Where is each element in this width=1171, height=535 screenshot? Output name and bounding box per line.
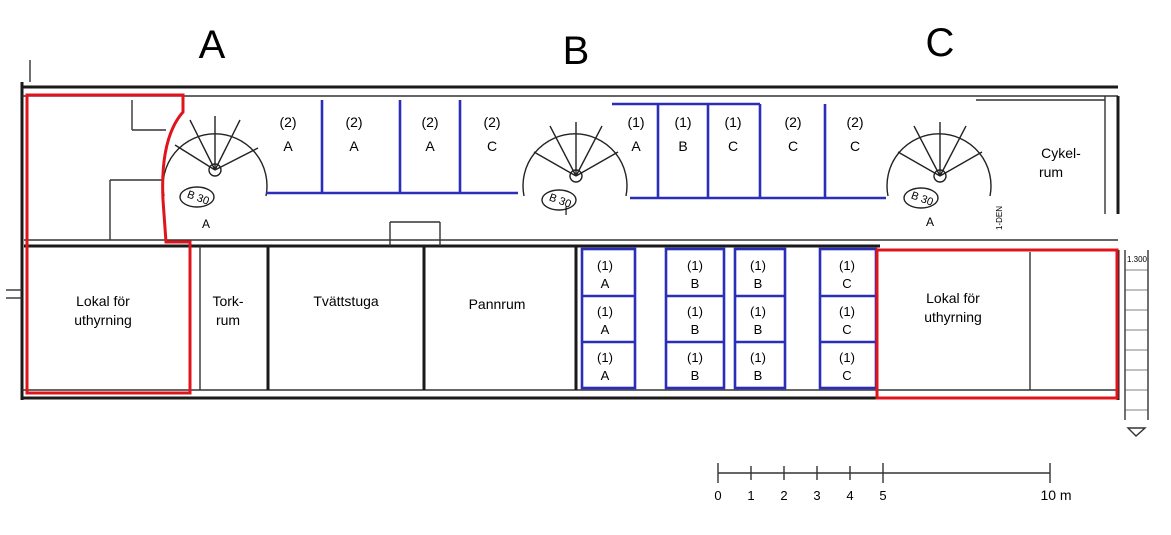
scale-tick-label: 4 <box>846 488 853 503</box>
scale-bar <box>717 463 1051 483</box>
storage-stair-label: C <box>487 138 497 154</box>
storage-stair-label: A <box>349 138 359 154</box>
storage-size-label: (1) <box>627 114 644 130</box>
stair-b <box>522 122 628 211</box>
storage-size-label: (2) <box>846 114 863 130</box>
stairwell-label-c: C <box>926 21 955 65</box>
storage-stair-label: B <box>754 322 763 337</box>
scale-tick-label: 5 <box>879 488 886 503</box>
storage-size-label: (2) <box>279 114 296 130</box>
vertical-note: 1-DEN <box>995 206 1004 230</box>
storage-size-label: (1) <box>750 258 766 273</box>
stair-mark-a: B 30 <box>185 189 210 208</box>
storage-size-label: (1) <box>597 304 613 319</box>
storage-size-label: (2) <box>345 114 362 130</box>
storage-size-label: (2) <box>483 114 500 130</box>
storage-size-label: (1) <box>839 258 855 273</box>
scale-tick-label: 3 <box>813 488 820 503</box>
stair-mark-c: B 30 <box>909 190 934 209</box>
room-tork-line2: rum <box>216 312 240 328</box>
storage-size-label: (1) <box>597 350 613 365</box>
stair-mark-b: B 30 <box>547 192 572 211</box>
storage-stair-label: A <box>631 138 641 154</box>
rental-outline-left <box>25 93 192 395</box>
scale-tick-label: 1 <box>747 488 754 503</box>
room-lokal-right-line1: Lokal för <box>926 290 980 306</box>
storage-size-label: (1) <box>750 350 766 365</box>
storage-size-label: (1) <box>724 114 741 130</box>
stairwell-label-a: A <box>199 23 226 67</box>
stairwell-label-b: B <box>563 29 590 73</box>
storage-size-label: (1) <box>750 304 766 319</box>
storage-stair-label: A <box>601 276 610 291</box>
building-walls <box>6 60 1149 420</box>
scale-tick-label: 2 <box>780 488 787 503</box>
exit-stair-hatch <box>1125 269 1148 437</box>
room-tork-line1: Tork- <box>212 293 243 309</box>
room-lokal-left-line1: Lokal för <box>76 293 130 309</box>
top-storage-labels: (2) A (2) A (2) A (2) C (1) A (1) B (1) C (2) C (2) C <box>279 114 863 154</box>
storage-size-label: (2) <box>421 114 438 130</box>
storage-stair-label: A <box>601 368 610 383</box>
storage-stair-label: A <box>601 322 610 337</box>
storage-stair-label: B <box>754 368 763 383</box>
storage-stair-label: C <box>788 138 798 154</box>
storage-stair-label: B <box>754 276 763 291</box>
stair-a <box>162 116 268 208</box>
stair-mark-b-sub: I <box>564 204 567 218</box>
storage-stair-label: C <box>842 322 851 337</box>
storage-size-label: (1) <box>674 114 691 130</box>
storage-stair-label: C <box>842 276 851 291</box>
top-storage-outlines <box>266 100 886 200</box>
storage-size-label: (1) <box>687 350 703 365</box>
storage-size-label: (1) <box>687 304 703 319</box>
room-tvattstuga: Tvättstuga <box>313 293 379 309</box>
storage-stair-label: C <box>728 138 738 154</box>
storage-size-label: (1) <box>839 304 855 319</box>
stair-mark-c-sub: A <box>926 215 934 229</box>
scale-tick-label: 0 <box>714 488 721 503</box>
room-lokal-right-line2: uthyrning <box>924 309 982 325</box>
rental-outline-right <box>875 248 1119 400</box>
storage-size-label: (2) <box>784 114 801 130</box>
storage-stair-label: B <box>691 276 700 291</box>
stair-mark-a-sub: A <box>202 217 210 231</box>
dimension-note: 1.300 <box>1127 255 1148 264</box>
storage-stair-label: B <box>691 368 700 383</box>
scale-labels: 0 1 2 3 4 5 <box>714 488 886 503</box>
bottom-storage-outlines <box>580 247 878 390</box>
storage-stair-label: C <box>850 138 860 154</box>
storage-stair-label: B <box>691 322 700 337</box>
room-lokal-left-line2: uthyrning <box>74 312 132 328</box>
storage-stair-label: B <box>678 138 687 154</box>
room-cykel-line2: rum <box>1039 164 1063 180</box>
room-pannrum: Pannrum <box>469 296 526 312</box>
storage-size-label: (1) <box>597 258 613 273</box>
room-cykel-line1: Cykel- <box>1041 145 1081 161</box>
storage-stair-label: A <box>283 138 293 154</box>
storage-stair-label: A <box>425 138 435 154</box>
storage-stair-label: C <box>842 368 851 383</box>
storage-size-label: (1) <box>839 350 855 365</box>
stair-c <box>886 122 992 209</box>
bottom-storage-labels: (1) A (1) A (1) A (1) B (1) B (1) B (1) B (1) B (1) B (1) C… <box>597 258 855 383</box>
scale-end-label: 10 m <box>1040 487 1071 503</box>
storage-size-label: (1) <box>687 258 703 273</box>
